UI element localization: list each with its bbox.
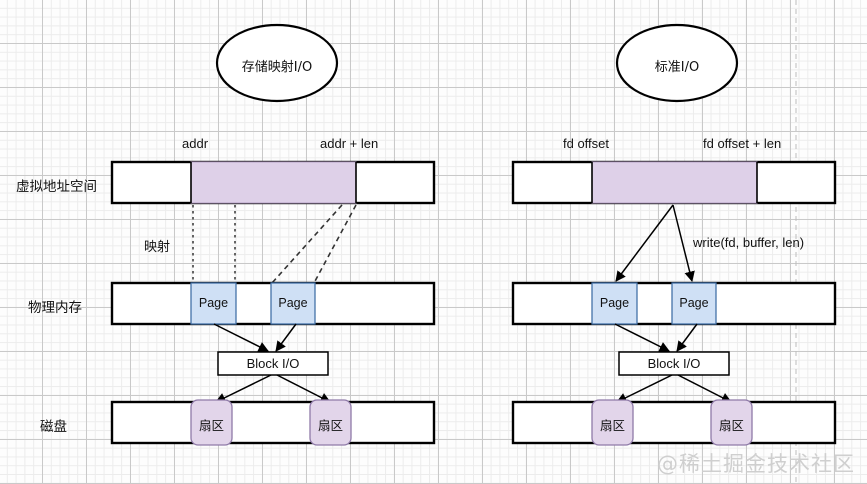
arrow-page2-to-block-left — [275, 323, 297, 352]
sector-cell-right-2 — [710, 399, 753, 446]
arrow-page2-to-block-right — [676, 323, 698, 352]
right-sector-2-label: 扇区 — [718, 418, 744, 433]
mapping-line-4 — [313, 204, 357, 284]
block-io-box-left — [217, 351, 329, 376]
arrow-block-to-sector-right-2 — [677, 374, 732, 403]
mapping-line-3 — [271, 204, 343, 284]
left-sector-2-label: 扇区 — [317, 418, 343, 433]
row-label-disk: 磁盘 — [40, 419, 67, 435]
left-addr-start-label: addr — [182, 136, 209, 151]
arrow-block-to-sector-left-2 — [276, 374, 331, 403]
ellipse-right — [615, 23, 739, 103]
disk-bar-right — [511, 400, 837, 445]
right-addr-end-label: fd offset + len — [703, 136, 782, 151]
left-sector-1-label: 扇区 — [198, 418, 224, 433]
sector-cell-right-1 — [591, 399, 634, 446]
disk-bar-left — [110, 400, 436, 445]
watermark: @稀土掘金技术社区 — [657, 452, 855, 476]
page-cell-right-2 — [671, 282, 717, 325]
right-sector-1-label: 扇区 — [599, 418, 625, 433]
block-io-box-right — [618, 351, 730, 376]
sector-cell-left-1 — [190, 399, 233, 446]
arrow-page1-to-block-left — [213, 323, 269, 352]
virtual-mapped-region-right — [591, 161, 758, 204]
right-write-call-label: write(fd, buffer, len) — [693, 235, 805, 250]
page-cell-left-1 — [190, 282, 237, 325]
arrow-block-to-sector-left-1 — [215, 374, 272, 403]
right-addr-start-label: fd offset — [563, 136, 610, 151]
sector-cell-left-2 — [309, 399, 352, 446]
arrow-page1-to-block-right — [614, 323, 670, 352]
ellipse-left — [215, 23, 339, 103]
arrow-write-left-branch — [615, 204, 674, 282]
right-page-2-label: Page — [679, 296, 709, 310]
left-mapping-label: 映射 — [144, 240, 171, 255]
left-block-io-label: Block I/O — [246, 356, 300, 371]
right-page-1-label: Page — [599, 296, 630, 310]
right-block-io-label: Block I/O — [647, 356, 701, 371]
left-page-1-label: Page — [198, 296, 229, 310]
arrow-write-right-branch — [672, 204, 695, 283]
left-page-2-label: Page — [278, 296, 308, 310]
left-addr-end-label: addr + len — [320, 136, 379, 151]
page-cell-right-1 — [591, 282, 638, 325]
ellipse-left-label: 存储映射I/O — [241, 60, 313, 75]
virtual-mapped-region-left — [190, 161, 357, 204]
ellipse-right-label: 标准I/O — [654, 60, 700, 75]
row-label-physical: 物理内存 — [28, 300, 82, 316]
arrow-block-to-sector-right-1 — [616, 374, 673, 403]
page-cell-left-2 — [270, 282, 316, 325]
row-label-virtual: 虚拟地址空间 — [16, 179, 97, 195]
